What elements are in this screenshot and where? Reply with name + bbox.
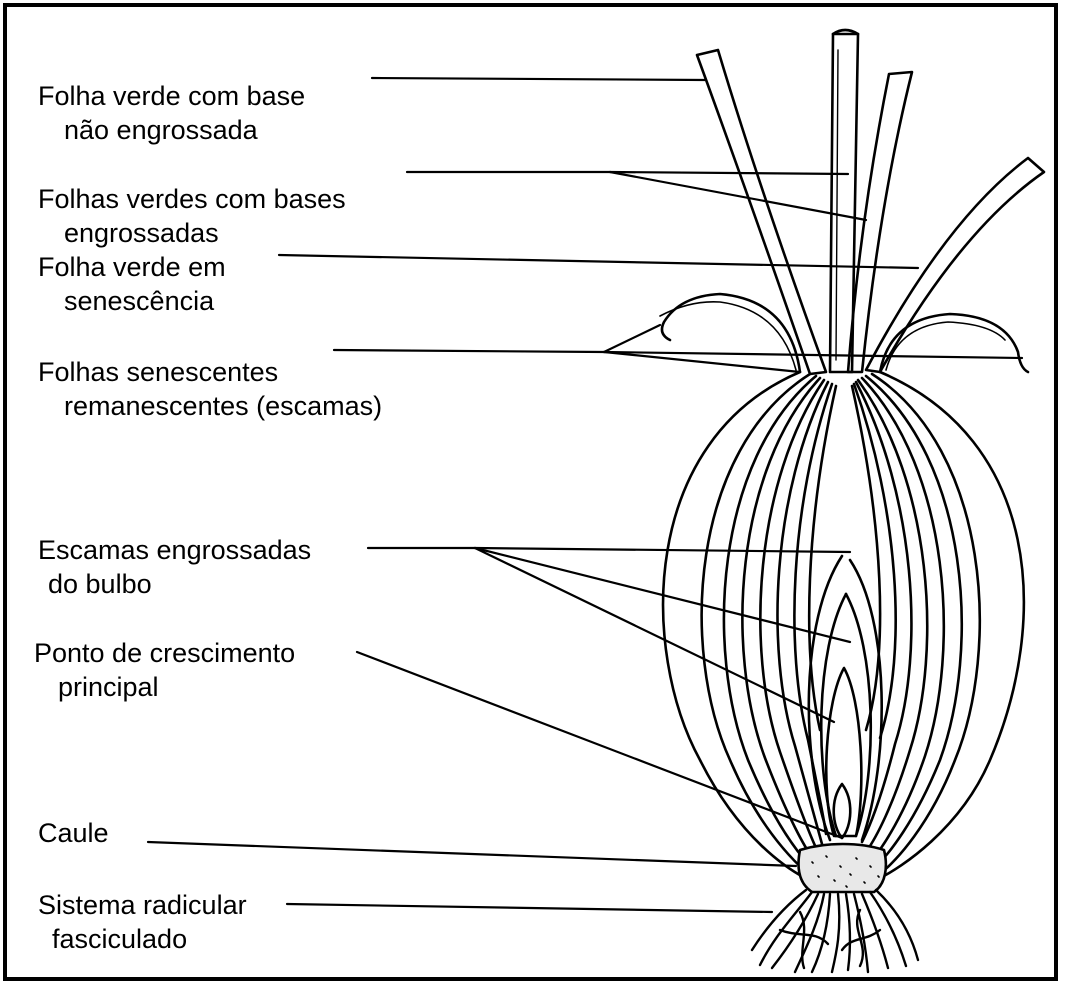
leader-leaf-senescence <box>279 255 918 268</box>
fibrous-roots <box>752 890 918 972</box>
label-line: Ponto de crescimento <box>34 636 295 670</box>
label-line: engrossadas <box>38 216 346 250</box>
label-leaf-unthickened: Folha verde com base não engrossada <box>38 79 305 147</box>
label-scales-remaining: Folhas senescentes remanescentes (escama… <box>38 355 382 423</box>
label-line: Folha verde em <box>38 250 226 284</box>
label-line: senescência <box>38 284 226 318</box>
label-line: Folha verde com base <box>38 79 305 113</box>
label-line: fasciculado <box>38 922 247 956</box>
label-growth-point: Ponto de crescimento principal <box>34 636 295 704</box>
label-leaves-thickened: Folhas verdes com bases engrossadas <box>38 182 346 250</box>
label-line: Folhas senescentes <box>38 355 382 389</box>
label-root-system: Sistema radicular fasciculado <box>38 888 247 956</box>
leader-root-system <box>287 904 772 912</box>
label-stem: Caule <box>38 816 109 850</box>
label-bulb-scales: Escamas engrossadas do bulbo <box>38 533 311 601</box>
label-line: remanescentes (escamas) <box>38 389 382 423</box>
leader-stem <box>148 842 796 866</box>
label-line: do bulbo <box>38 567 311 601</box>
growth-point-core <box>834 784 851 838</box>
leader-growth-point <box>357 652 842 838</box>
leaf-central <box>830 34 858 372</box>
label-line: Folhas verdes com bases <box>38 182 346 216</box>
label-line: principal <box>34 670 295 704</box>
label-line: Escamas engrossadas <box>38 533 311 567</box>
label-line: Caule <box>38 816 109 850</box>
leaf-left <box>697 50 826 374</box>
leader-scales-remaining <box>334 350 604 352</box>
label-line: não engrossada <box>38 113 305 147</box>
growth-point-shape <box>826 668 861 836</box>
leaf-central-inner <box>836 50 838 360</box>
bulb-outline <box>663 372 1024 878</box>
stem-plate <box>799 844 886 892</box>
label-line: Sistema radicular <box>38 888 247 922</box>
leader-leaf-unthickened <box>372 78 705 80</box>
label-leaf-senescence: Folha verde em senescência <box>38 250 226 318</box>
